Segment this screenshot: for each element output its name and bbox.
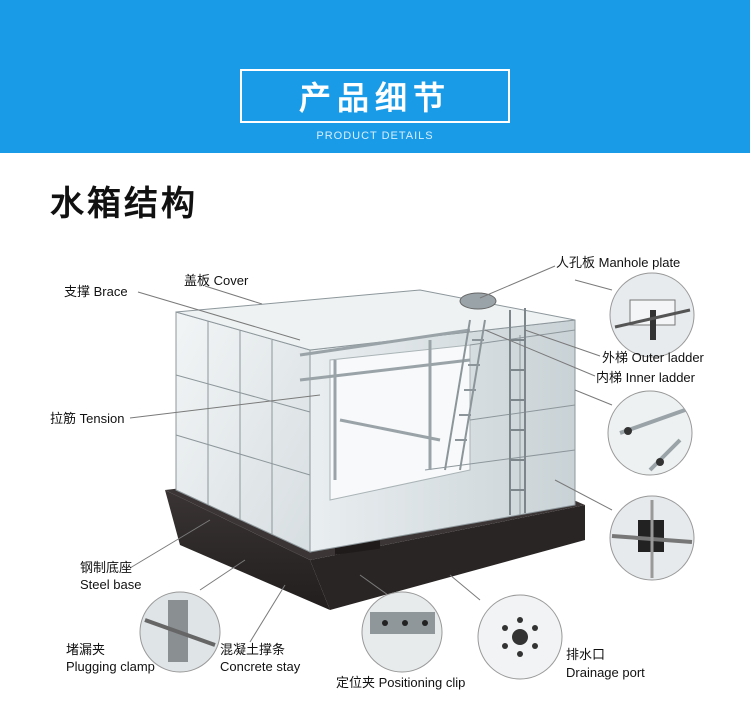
outer-ladder: [509, 308, 526, 515]
label-plugging-clamp-cn: 堵漏夹: [66, 642, 106, 657]
header-title-box: 产品细节: [240, 69, 510, 123]
label-positioning-clip: 定位夹 Positioning clip: [336, 675, 466, 690]
internal-braces: [299, 328, 471, 480]
tension-detail: [607, 390, 693, 476]
manhole-detail: [609, 272, 695, 358]
brace-detail: [609, 495, 695, 581]
section-title: 水箱结构: [50, 184, 198, 224]
label-plugging-clamp-en: Plugging clamp: [66, 659, 155, 674]
label-drainage-port-en: Drainage port: [566, 665, 645, 680]
header-subtitle: PRODUCT DETAILS: [316, 130, 434, 142]
label-concrete-stay-en: Concrete stay: [220, 659, 301, 674]
label-steel-base-en: Steel base: [80, 577, 142, 592]
tank-top: [175, 289, 576, 351]
label-inner-ladder: 内梯 Inner ladder: [596, 370, 695, 385]
label-tension: 拉筋 Tension: [50, 411, 125, 426]
inner-ladder: [444, 319, 486, 471]
leader-lines: [129, 265, 613, 643]
label-outer-ladder: 外梯 Outer ladder: [602, 350, 704, 365]
label-manhole-plate: 人孔板 Manhole plate: [556, 255, 681, 270]
drainage-port-detail: [477, 594, 563, 680]
positioning-clip-detail: [361, 591, 443, 673]
header-banner: [0, 0, 750, 153]
header-title: 产品细节: [298, 79, 451, 117]
plugging-clamp-detail: [139, 591, 221, 673]
label-steel-base-cn: 钢制底座: [80, 560, 133, 575]
tank-side-face: [309, 319, 576, 553]
label-drainage-port-cn: 排水口: [566, 647, 606, 662]
label-brace: 支撑 Brace: [64, 284, 128, 299]
label-cover: 盖板 Cover: [184, 273, 249, 288]
label-concrete-stay-cn: 混凝土撑条: [220, 642, 286, 657]
